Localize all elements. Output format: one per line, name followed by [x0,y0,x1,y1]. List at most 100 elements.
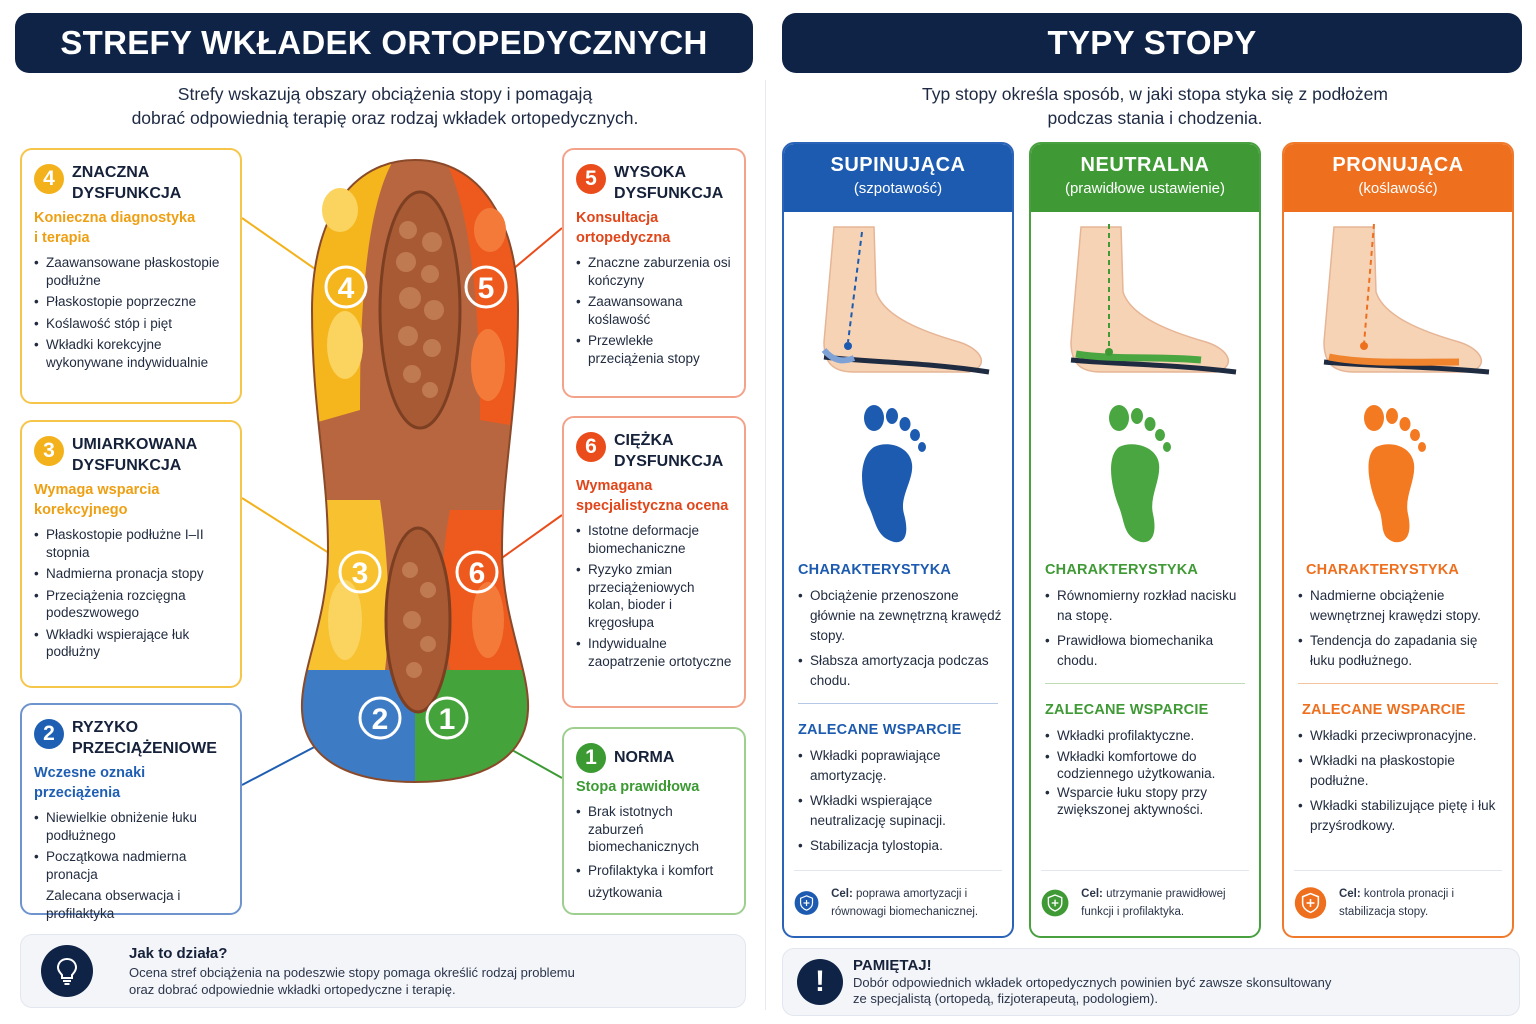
goal-text: poprawa amortyzacji i równowagi biomecha… [831,887,979,918]
list-item: Nadmierne obciążenie wewnętrznej krawędz… [1298,586,1502,626]
zones-intro-line-2: dobrać odpowiednią terapię oraz rodzaj w… [131,108,639,128]
zone-subtitle: specjalistyczna ocena [576,498,729,514]
list-item: Wkładki przeciwpronacyjne. [1298,726,1502,746]
zones-intro: Strefy wskazują obszary obciążenia stopy… [40,82,730,130]
goal-row: Cel: utrzymanie prawidłowej funkcji i pr… [1041,870,1249,928]
list-item: Prawidłowa biomechanika chodu. [1045,631,1249,671]
foot-side-icon [821,226,990,375]
zone-note: Zalecana obserwacja i profilaktyka [46,888,181,921]
goal-row: Cel: kontrola pronacji i stabilizacja st… [1294,870,1502,928]
shield-plus-icon [1041,889,1069,916]
list-item: Wkładki wspierające neutralizację supina… [798,791,1002,831]
type-subtitle: (szpotawość) [853,180,943,197]
list-item: Wkładki korekcyjne wykonywane indywidual… [34,336,228,371]
list-item: Wkładki profilaktyczne. [1045,726,1249,746]
section-divider [1298,683,1498,684]
zone-number-badge: 6 [576,432,606,462]
insole-illustration: 4 5 3 6 2 1 [300,158,530,784]
list-item: Przewlekłe przeciążenia stopy [576,332,732,367]
insole-label-4: 4 [338,272,355,305]
insole-badge-3 [338,550,382,594]
connector-3 [241,497,341,561]
insole-badge-4 [324,265,368,309]
characteristics-heading: CHARAKTERYSTYKA [1306,562,1460,578]
zone-number-badge: 5 [576,164,606,194]
zone-title: UMIARKOWANA [72,436,198,453]
goal-row: Cel: poprawa amortyzacji i równowagi bio… [794,870,1002,928]
list-item: Tendencja do zapadania się łuku podłużne… [1298,631,1502,671]
insole-label-5: 5 [478,272,495,305]
footprint-icon [1109,405,1171,543]
list-item: Słabsza amortyzacja podczas chodu. [798,651,1002,691]
zone-title: RYZYKO [72,719,139,736]
types-intro-line-2: podczas stania i chodzenia. [1047,108,1263,128]
insole-label-1: 1 [439,703,456,736]
insole-label-2: 2 [372,703,389,736]
list-item: Wkładki wspierające łuk podłużny [34,626,228,661]
types-intro: Typ stopy określa sposób, w jaki stopa s… [820,82,1490,130]
foot-side-icon [1323,223,1490,375]
list-item: Obciążenie przenoszone głównie na zewnęt… [798,586,1002,646]
foot-type-supinating: SUPINUJĄCA (szpotawość) CHARAKTERYSTYKA O… [782,142,1014,938]
types-title: TYPY STOPY [1047,24,1257,61]
type-name: SUPINUJĄCA [830,154,966,176]
how-it-works-box: Jak to działa? Ocena stref obciążenia na… [20,934,746,1008]
connector-6 [491,514,563,566]
zones-banner: STREFY WKŁADEK ORTOPEDYCZNYCH [15,13,753,73]
support-heading: ZALECANE WSPARCIE [1045,702,1209,718]
list-item: Wsparcie łuku stopy przy zwiększonej akt… [1045,784,1249,818]
list-item: Profilaktyka i komfort użytkowania [576,860,732,904]
list-item: Stabilizacja tylostopia. [798,836,1002,856]
list-item: Płaskostopie poprzeczne [34,293,228,311]
list-item: Istotne deformacje biomechaniczne [576,522,732,557]
characteristics-heading: CHARAKTERYSTYKA [798,562,952,578]
characteristics-heading: CHARAKTERYSTYKA [1045,562,1199,578]
types-intro-line-1: Typ stopy określa sposób, w jaki stopa s… [922,84,1388,104]
shield-plus-icon [794,890,819,915]
zone-title: ZNACZNA [72,164,150,181]
insole-badge-6 [455,550,499,594]
zone-subtitle: korekcyjnego [34,502,128,518]
footprint-icon [1364,405,1426,543]
zone-subtitle: Stopa prawidłowa [576,779,700,795]
list-item: Brak istotnych zaburzeń biomechanicznych [576,803,732,856]
list-item: Płaskostopie podłużne I–II stopnia [34,526,228,561]
insole-label-6: 6 [469,557,486,590]
list-item: Indywidualne zaopatrzenie ortotyczne [576,635,732,670]
goal-text: kontrola pronacji i stabilizacja stopy. [1338,887,1455,918]
section-divider [1045,683,1245,684]
list-item: Koślawość stóp i pięt [34,315,228,333]
goal-label: Cel: [1338,887,1361,900]
zone-title: NORMA [614,749,675,766]
insole-badge-5 [464,265,508,309]
zone-subtitle: ortopedyczna [576,230,671,246]
list-item: Wkładki stabilizujące piętę i łuk przyśr… [1298,796,1502,836]
types-banner: TYPY STOPY [782,13,1522,73]
type-subtitle: (koślawość) [1358,180,1438,197]
list-item: Niewielkie obniżenie łuku podłużnego [34,809,228,844]
info-title: Jak to działa? [129,944,228,962]
zone-title: DYSFUNKCJA [72,457,182,474]
zone-title: CIĘŻKA [614,432,674,449]
list-item: Przeciążenia rozcięgna podeszwowego [34,587,228,622]
info-text-2: oraz dobrać odpowiednie wkładki ortopedy… [129,981,456,997]
zone-subtitle: Konieczna diagnostyka [34,210,196,226]
list-item: Równomierny rozkład nacisku na stopę. [1045,586,1249,626]
zone-title: DYSFUNKCJA [614,185,724,202]
type-name: NEUTRALNA [1080,154,1210,176]
list-item: Wkładki poprawiające amortyzację. [798,746,1002,786]
list-item: Wkładki na płaskostopie podłużne. [1298,751,1502,791]
zone-card-1: 1 NORMA Stopa prawidłowa Brak istotnych … [562,727,746,915]
zone-subtitle: Wymagana [576,478,653,494]
insole-badge-2 [358,696,402,740]
list-item: Początkowa nadmierna pronacja [34,848,228,883]
zone-subtitle: Konsultacja [576,210,659,226]
type-name: PRONUJĄCA [1332,154,1464,176]
zone-number-badge: 2 [34,719,64,749]
goal-text: utrzymanie prawidłowej funkcji i profila… [1081,887,1226,918]
zone-subtitle: Wymaga wsparcia [34,482,160,498]
